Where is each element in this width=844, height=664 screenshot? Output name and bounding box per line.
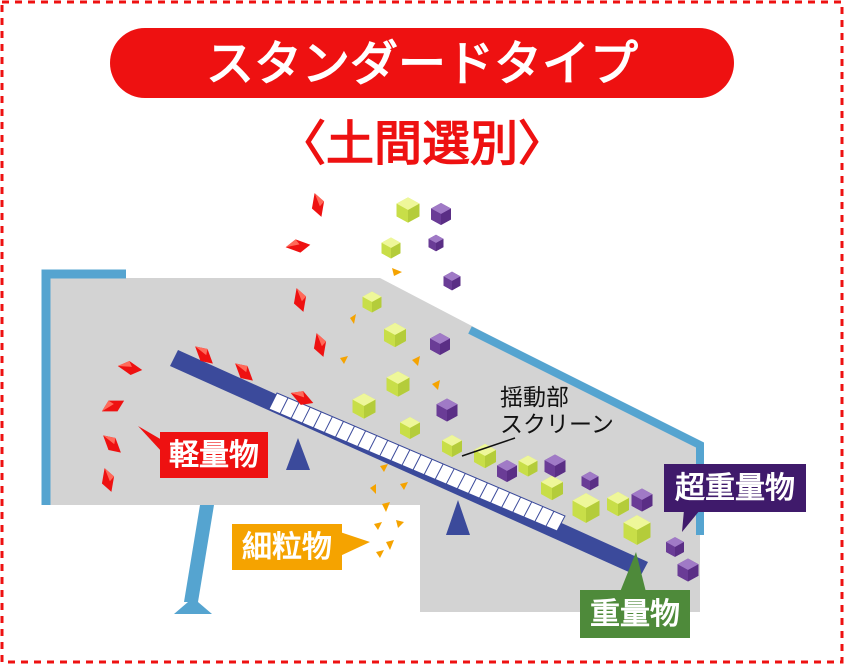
mesh-line	[534, 506, 544, 522]
mesh-line	[512, 496, 522, 513]
heavy-callout-pointer	[620, 552, 646, 592]
deck-support	[446, 500, 470, 535]
mesh-line	[423, 459, 433, 475]
mesh-line	[279, 397, 289, 414]
fine-callout-box	[232, 524, 342, 570]
mesh-line	[290, 402, 300, 419]
screen-label-line2: スクリーン	[500, 412, 614, 438]
title-text: スタンダードタイプ	[206, 36, 638, 92]
mesh-line	[390, 444, 400, 461]
mesh-line	[357, 430, 367, 447]
mesh-line	[312, 411, 322, 428]
mesh-line	[346, 425, 355, 443]
mesh-line	[379, 440, 389, 457]
heavy-callout-box	[580, 590, 690, 638]
mesh-line	[434, 463, 444, 480]
screen-label-line1: 揺動部	[500, 385, 569, 411]
mesh-line	[456, 473, 466, 490]
mesh-line	[545, 511, 555, 527]
mesh-line	[490, 487, 499, 504]
screen-leader-line	[461, 437, 516, 457]
mesh-line	[368, 435, 378, 452]
mesh-line	[335, 421, 344, 438]
leg-foot	[174, 602, 212, 614]
light-callout-box	[160, 432, 268, 478]
mesh-line	[301, 406, 311, 424]
screen-mesh-lines	[279, 397, 555, 527]
mesh-line	[501, 492, 511, 508]
mesh-line	[479, 482, 488, 499]
fine-label: 細粒物	[242, 530, 332, 565]
super-heavy-callout-box	[664, 464, 806, 512]
light-label: 軽量物	[169, 438, 259, 473]
mesh-line	[412, 454, 422, 471]
heavy-label: 重量物	[590, 597, 680, 632]
fine-material-bits	[340, 268, 440, 558]
mesh-line	[323, 416, 333, 433]
machine-leg	[184, 505, 214, 602]
super-heavy-label: 超重量物	[675, 471, 795, 506]
fine-callout-pointer	[340, 532, 370, 556]
mesh-line	[401, 449, 411, 466]
light-callout-pointer	[138, 426, 162, 452]
deck-support	[286, 438, 310, 470]
title-banner	[110, 28, 734, 98]
super-heavy-callout-pointer	[682, 510, 700, 532]
mesh-line	[467, 477, 477, 494]
mesh-line	[523, 501, 533, 518]
subtitle-text: 〈土間選別〉	[278, 116, 566, 172]
mesh-line	[445, 468, 455, 485]
left-frame	[41, 269, 126, 505]
